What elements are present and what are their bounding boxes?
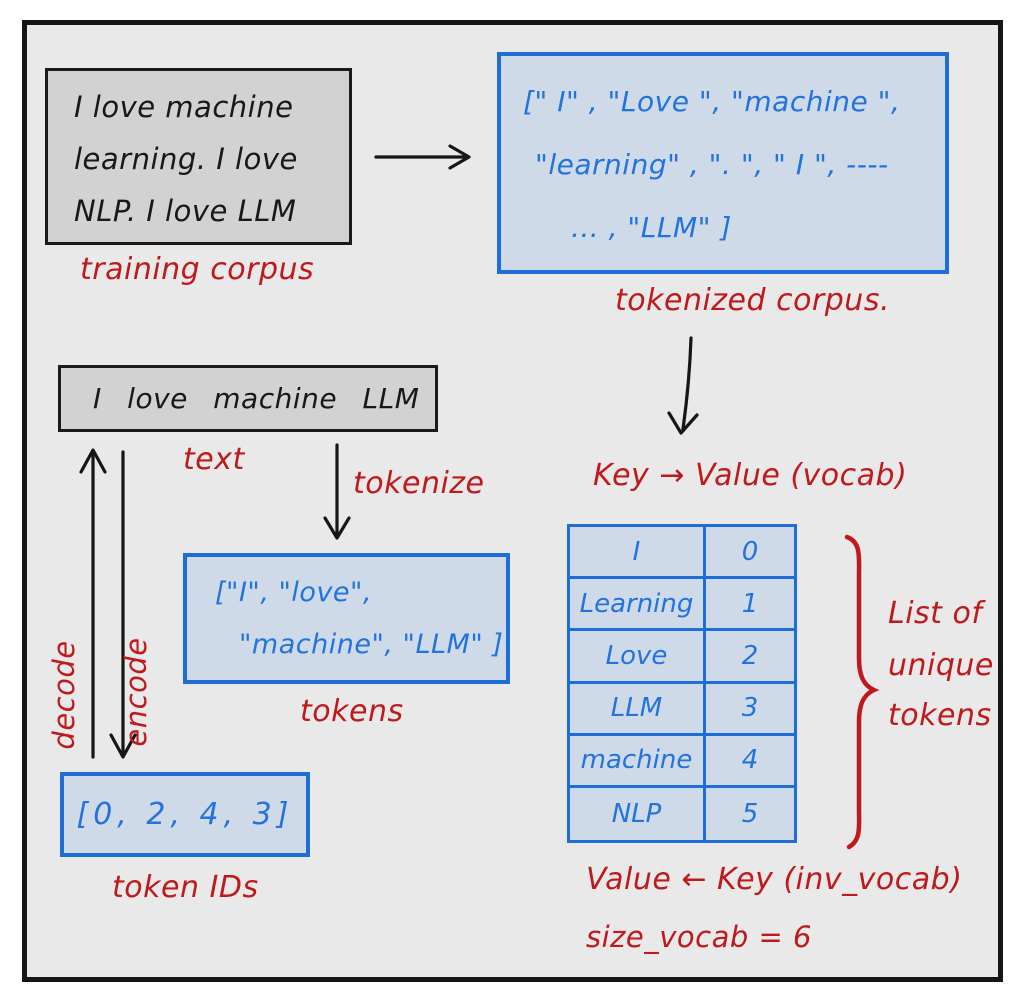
training-corpus-line: I love machine bbox=[74, 90, 294, 124]
vocab-id-cell: 1 bbox=[741, 588, 759, 619]
vocab-token-cell: Learning bbox=[570, 579, 706, 629]
training-corpus-label: training corpus bbox=[80, 252, 315, 287]
vocab-token-cell: NLP bbox=[570, 787, 706, 840]
size-vocab-note: size_vocab = 6 bbox=[586, 920, 812, 954]
vocab-table: I 0 Learning 1 Love 2 LLM 3 machine 4 NL… bbox=[567, 524, 797, 843]
vocab-id-cell: 3 bbox=[741, 693, 759, 724]
tokenized-corpus-line: [" I" , "Love ", "machine ", bbox=[523, 85, 901, 118]
vocab-token-cell: LLM bbox=[570, 683, 706, 733]
token-ids-label: token IDs bbox=[112, 870, 259, 905]
tokens-line: "machine", "LLM" ] bbox=[239, 629, 504, 660]
decode-label: decode bbox=[47, 640, 81, 750]
vocab-row: Learning 1 bbox=[570, 579, 794, 632]
unique-tokens-caption-line: tokens bbox=[888, 698, 992, 733]
text-sample-box: I love machine LLM bbox=[58, 365, 438, 432]
unique-tokens-caption-line: unique bbox=[888, 648, 994, 683]
tokenized-corpus-box: [" I" , "Love ", "machine ", "learning" … bbox=[497, 52, 949, 274]
token-ids-box: [0, 2, 4, 3] bbox=[60, 772, 310, 857]
vocab-id-cell: 2 bbox=[741, 640, 759, 671]
vocab-row: I 0 bbox=[570, 527, 794, 580]
vocab-id-cell: 0 bbox=[741, 536, 759, 567]
vocab-title: Key → Value (vocab) bbox=[593, 458, 908, 493]
tokenized-corpus-line: "learning" , ". ", " I ", ---- bbox=[535, 148, 889, 181]
tokenized-corpus-line: ... , "LLM" ] bbox=[571, 211, 732, 244]
vocab-row: machine 4 bbox=[570, 735, 794, 788]
training-corpus-box: I love machine learning. I love NLP. I l… bbox=[45, 68, 352, 245]
tokenized-corpus-label: tokenized corpus. bbox=[615, 283, 890, 318]
unique-tokens-caption-line: List of bbox=[888, 596, 983, 631]
vocab-row: NLP 5 bbox=[570, 787, 794, 840]
inv-vocab-title: Value ← Key (inv_vocab) bbox=[586, 862, 963, 897]
training-corpus-line: learning. I love bbox=[74, 142, 298, 176]
vocab-id-cell: 4 bbox=[741, 745, 759, 776]
vocab-row: Love 2 bbox=[570, 631, 794, 684]
text-sample-line: I love machine LLM bbox=[93, 382, 420, 415]
vocab-token-cell: Love bbox=[570, 631, 706, 681]
training-corpus-line: NLP. I love LLM bbox=[74, 194, 297, 228]
tokens-label: tokens bbox=[300, 694, 404, 729]
vocab-token-cell: machine bbox=[570, 735, 706, 785]
tokens-box: ["I", "love", "machine", "LLM" ] bbox=[183, 553, 510, 684]
vocab-token-cell: I bbox=[570, 527, 706, 577]
token-ids-line: [0, 2, 4, 3] bbox=[76, 797, 294, 832]
text-sample-label: text bbox=[183, 442, 245, 477]
encode-label: encode bbox=[119, 637, 153, 747]
vocab-id-cell: 5 bbox=[741, 798, 759, 829]
tokens-line: ["I", "love", bbox=[215, 577, 373, 608]
vocab-row: LLM 3 bbox=[570, 683, 794, 736]
tokenize-label: tokenize bbox=[353, 466, 485, 501]
